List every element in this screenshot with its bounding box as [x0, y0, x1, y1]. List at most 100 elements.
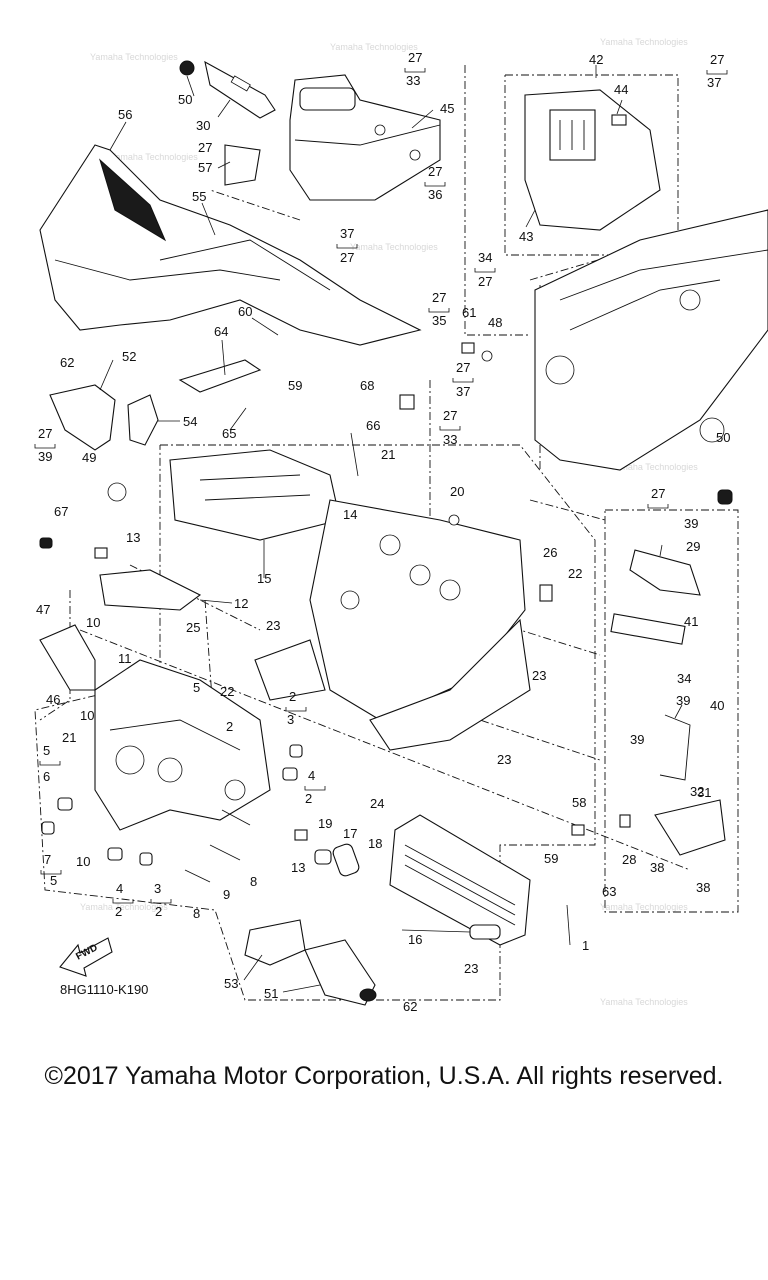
- heat-exchanger-pipe: [469, 924, 501, 940]
- leader-line: [186, 75, 195, 97]
- frame-hole: [115, 745, 145, 775]
- rear-frame-edge: [569, 279, 721, 331]
- bushing-7: [41, 821, 55, 835]
- callout-57: 57: [198, 160, 212, 175]
- clip-28: [619, 814, 631, 828]
- grommet-50: [717, 489, 733, 505]
- frame-parts-diagram: Yamaha Technologies Yamaha Technologies …: [34, 37, 768, 1014]
- callout-43: 43: [519, 229, 533, 244]
- frame-left-plate: [254, 639, 326, 701]
- callout-38: 38: [696, 880, 710, 895]
- callout-19: 19: [318, 816, 332, 831]
- callout-34: 34: [677, 671, 691, 686]
- callout-51: 51: [264, 986, 278, 1001]
- callout-42: 42: [589, 52, 603, 67]
- callout-4: 4: [308, 768, 315, 783]
- watermark-text: Yamaha Technologies: [600, 37, 688, 47]
- cowl-edge: [54, 259, 281, 281]
- callout-bracket: [40, 870, 62, 875]
- assembly-outline: [359, 579, 601, 656]
- frame-hole: [409, 149, 421, 161]
- callout-21: 21: [62, 730, 76, 745]
- mount-plate-30: [179, 60, 276, 119]
- callout-22: 22: [568, 566, 582, 581]
- rear-frame-rail: [534, 209, 768, 471]
- callout-bracket: [336, 244, 358, 249]
- frame-hole: [374, 124, 386, 136]
- callout-66: 66: [366, 418, 380, 433]
- nut-20: [448, 514, 460, 526]
- callout-55: 55: [192, 189, 206, 204]
- frame-hole: [409, 564, 431, 586]
- grommet-67: [39, 537, 53, 549]
- duct-53: [244, 919, 306, 966]
- callout-bracket: [39, 761, 61, 766]
- callout-64: 64: [214, 324, 228, 339]
- right-side-parts: [610, 489, 733, 856]
- callout-23: 23: [266, 618, 280, 633]
- leader-line: [199, 599, 233, 604]
- callout-60: 60: [238, 304, 252, 319]
- callout-13: 13: [291, 860, 305, 875]
- callout-bracket: [428, 308, 450, 313]
- watermark-text: Yamaha Technologies: [80, 902, 168, 912]
- leader-line: [109, 121, 127, 151]
- callout-4: 4: [116, 881, 123, 896]
- callout-27: 27: [432, 290, 446, 305]
- frame-hole: [230, 75, 251, 92]
- callout-61: 61: [462, 305, 476, 320]
- rear-frame: [534, 209, 768, 471]
- strap-41: [610, 613, 686, 645]
- callout-27: 27: [710, 52, 724, 67]
- callout-45: 45: [440, 101, 454, 116]
- callout-27: 27: [408, 50, 422, 65]
- callout-31: 31: [697, 785, 711, 800]
- callout-58: 58: [572, 795, 586, 810]
- heat-exchanger-fins: [404, 844, 516, 926]
- callout-bracket: [647, 504, 669, 509]
- callout-bracket: [34, 444, 56, 449]
- front-cowl: [39, 144, 422, 346]
- callout-bracket: [452, 378, 474, 383]
- callout-39: 39: [684, 516, 698, 531]
- callout-27: 27: [38, 426, 52, 441]
- frame-lower-plate: [369, 618, 531, 751]
- heat-exchanger: [389, 814, 531, 946]
- assembly-outline: [604, 509, 739, 913]
- callout-39: 39: [676, 693, 690, 708]
- frame-hole: [679, 289, 701, 311]
- callout-27: 27: [651, 486, 665, 501]
- cross-member-12: [99, 569, 202, 611]
- collar-66: [399, 394, 415, 410]
- callout-8: 8: [250, 874, 257, 889]
- intake-duct: [244, 919, 377, 1006]
- callout-41: 41: [684, 614, 698, 629]
- leader-line: [659, 544, 663, 557]
- callout-46: 46: [46, 692, 60, 707]
- bracket-52-body: [49, 384, 116, 451]
- callout-38: 38: [650, 860, 664, 875]
- leader-line: [201, 202, 216, 236]
- bushing-3b: [139, 852, 153, 866]
- cowl-edge: [159, 239, 331, 291]
- bolt-9: [209, 844, 241, 861]
- callout-10: 10: [76, 854, 90, 869]
- callout-23: 23: [464, 961, 478, 976]
- callout-56: 56: [118, 107, 132, 122]
- callout-5: 5: [50, 873, 57, 888]
- callout-27: 27: [456, 360, 470, 375]
- callout-bracket: [150, 899, 172, 904]
- assembly-outline: [209, 189, 301, 221]
- callout-18: 18: [368, 836, 382, 851]
- bracket-54-body: [127, 394, 159, 446]
- frame-hole: [157, 757, 183, 783]
- frame-hole: [699, 417, 725, 443]
- callout-39: 39: [38, 449, 52, 464]
- watermark-text: Yamaha Technologies: [600, 902, 688, 912]
- callout-16: 16: [408, 932, 422, 947]
- washer-48: [481, 350, 493, 362]
- watermark-text: Yamaha Technologies: [350, 242, 438, 252]
- callout-3: 3: [154, 881, 161, 896]
- callout-23: 23: [532, 668, 546, 683]
